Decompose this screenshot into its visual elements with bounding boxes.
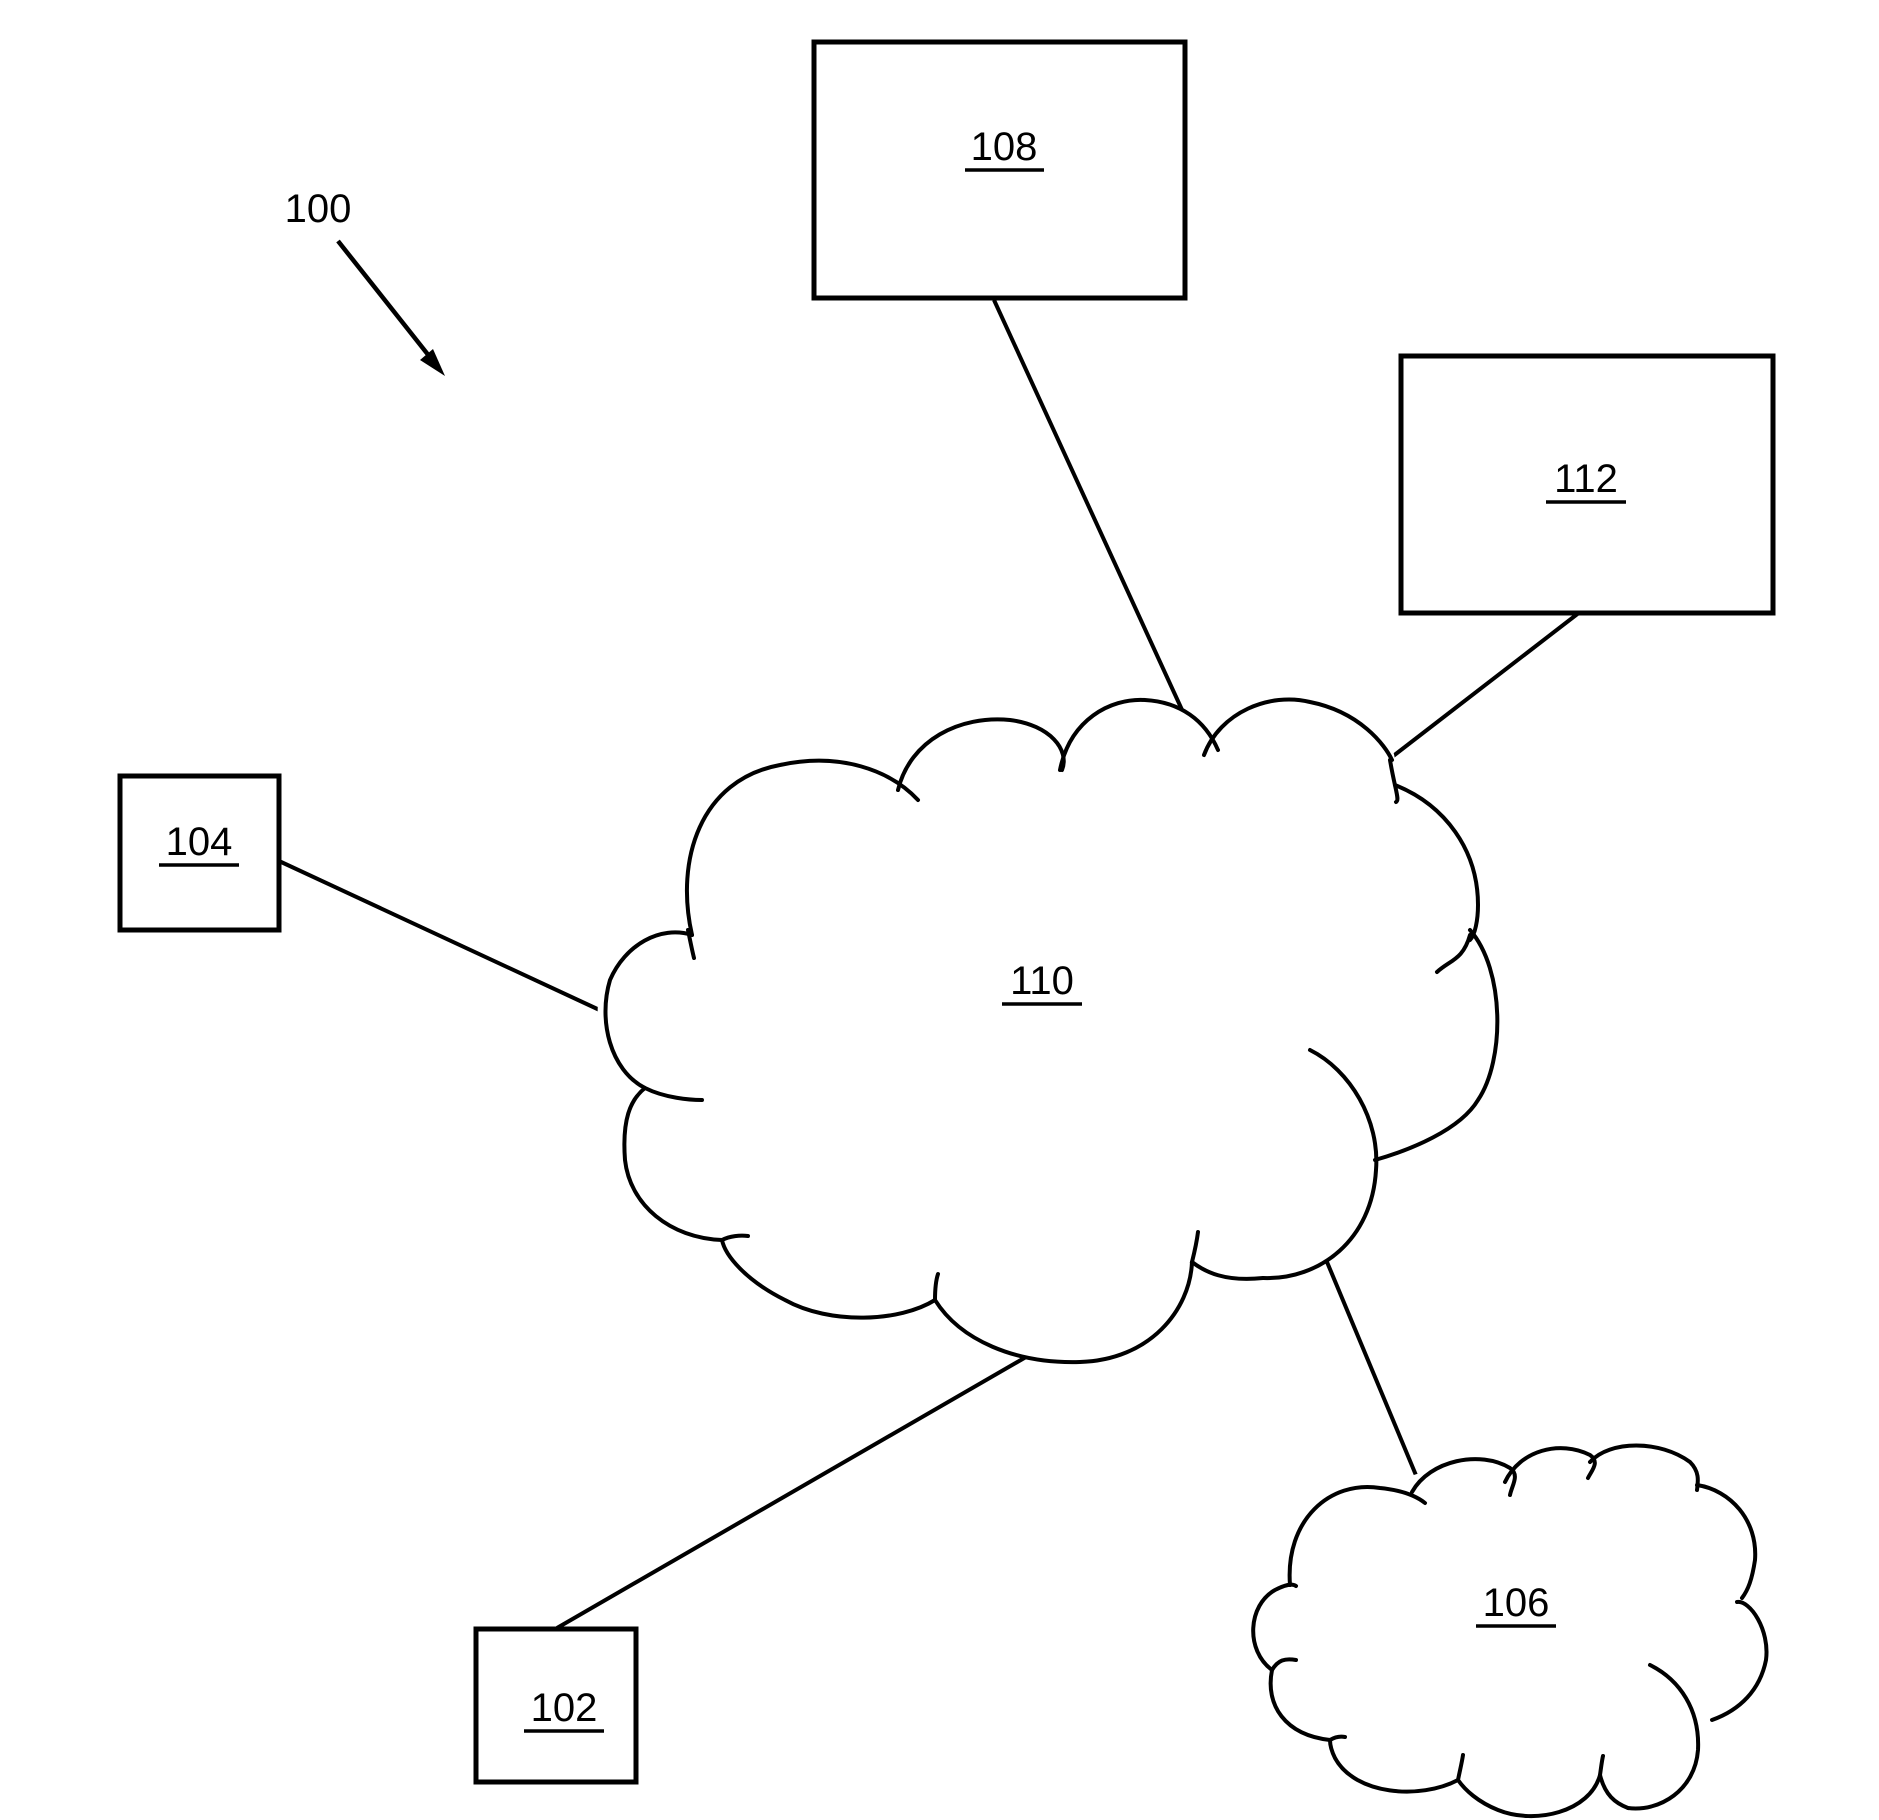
node-112-label: 112 <box>1554 457 1618 501</box>
node-112-box[interactable]: 112 <box>1401 356 1773 613</box>
node-108-label: 108 <box>971 125 1038 169</box>
node-106-cloud[interactable]: 106 <box>1253 1446 1775 1817</box>
node-110-cloud[interactable]: 110 <box>598 696 1498 1362</box>
reference-numeral-100: 100 <box>285 187 352 231</box>
connector-108-110 <box>994 300 1183 712</box>
node-104-box[interactable]: 104 <box>120 776 279 930</box>
connector-112-110 <box>1388 612 1580 760</box>
node-110-label: 110 <box>1010 959 1074 1003</box>
node-102-label: 102 <box>531 1686 598 1730</box>
connector-104-110 <box>279 861 606 1013</box>
node-108-box[interactable]: 108 <box>814 42 1185 298</box>
node-106-label: 106 <box>1483 1581 1550 1625</box>
reference-arrow-icon <box>338 241 445 376</box>
connector-110-106 <box>1327 1262 1423 1492</box>
connector-102-110 <box>557 1357 1026 1628</box>
node-102-box[interactable]: 102 <box>476 1629 636 1782</box>
node-104-label: 104 <box>166 820 233 864</box>
